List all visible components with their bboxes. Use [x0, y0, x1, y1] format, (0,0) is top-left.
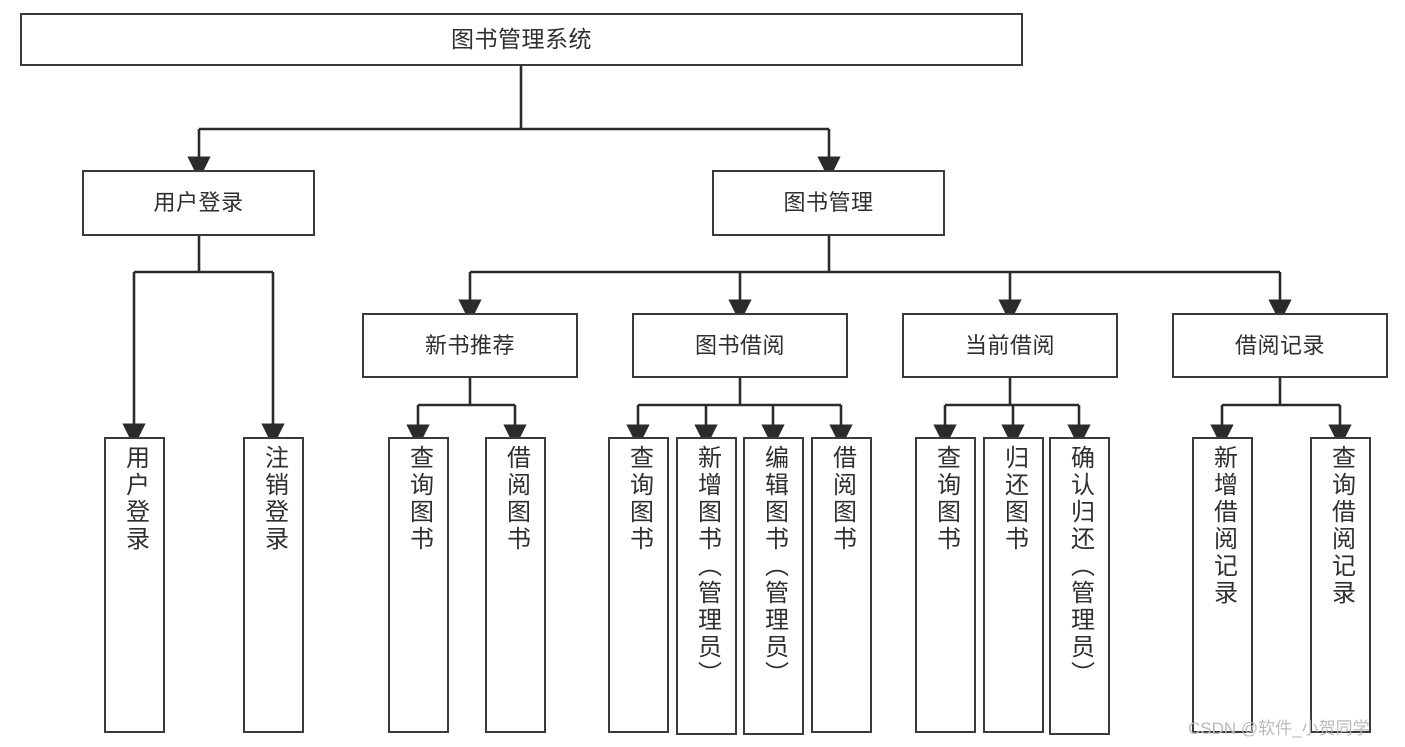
- csdn-watermark: CSDN @软件_小贺同学: [1188, 719, 1370, 738]
- node-leaf-borrow-book-2[interactable]: 借阅图书: [811, 437, 872, 733]
- node-borrow-record[interactable]: 借阅记录: [1172, 313, 1388, 378]
- node-leaf-edit-book-label: 编辑图书（管理员）: [760, 445, 788, 688]
- node-leaf-query-record[interactable]: 查询借阅记录: [1310, 437, 1371, 733]
- node-user-login[interactable]: 用户登录: [82, 170, 315, 236]
- node-leaf-user-login[interactable]: 用户登录: [104, 437, 165, 733]
- node-leaf-query-book-3-label: 查询图书: [932, 445, 960, 553]
- node-leaf-add-record[interactable]: 新增借阅记录: [1192, 437, 1253, 733]
- node-new-book-recommend-label: 新书推荐: [424, 332, 515, 358]
- node-leaf-add-book[interactable]: 新增图书（管理员）: [676, 437, 737, 735]
- node-new-book-recommend[interactable]: 新书推荐: [362, 313, 578, 378]
- node-leaf-confirm-return[interactable]: 确认归还（管理员）: [1049, 437, 1110, 735]
- node-book-borrow-label: 图书借阅: [694, 332, 785, 358]
- node-book-borrow[interactable]: 图书借阅: [632, 313, 848, 378]
- node-root-label: 图书管理系统: [451, 25, 592, 52]
- node-leaf-return-book-label: 归还图书: [1000, 445, 1028, 553]
- node-leaf-query-book-1[interactable]: 查询图书: [388, 437, 449, 733]
- node-leaf-borrow-book-1[interactable]: 借阅图书: [485, 437, 546, 733]
- node-borrow-record-label: 借阅记录: [1234, 332, 1325, 358]
- node-leaf-add-book-label: 新增图书（管理员）: [693, 445, 721, 688]
- node-leaf-logout-login[interactable]: 注销登录: [243, 437, 304, 733]
- node-leaf-confirm-return-label: 确认归还（管理员）: [1066, 445, 1094, 688]
- node-leaf-query-book-3[interactable]: 查询图书: [915, 437, 976, 733]
- node-leaf-edit-book[interactable]: 编辑图书（管理员）: [743, 437, 804, 735]
- node-leaf-borrow-book-1-label: 借阅图书: [502, 445, 530, 553]
- node-leaf-query-book-2[interactable]: 查询图书: [608, 437, 669, 733]
- node-leaf-query-record-label: 查询借阅记录: [1327, 445, 1355, 607]
- node-user-login-label: 用户登录: [153, 190, 244, 216]
- node-book-management-label: 图书管理: [783, 190, 874, 216]
- node-leaf-add-record-label: 新增借阅记录: [1209, 445, 1237, 607]
- node-leaf-return-book[interactable]: 归还图书: [983, 437, 1044, 733]
- node-leaf-logout-login-label: 注销登录: [260, 445, 288, 553]
- node-current-borrow-label: 当前借阅: [964, 332, 1055, 358]
- node-current-borrow[interactable]: 当前借阅: [902, 313, 1118, 378]
- node-book-management[interactable]: 图书管理: [712, 170, 945, 236]
- node-leaf-user-login-label: 用户登录: [121, 445, 149, 553]
- node-leaf-borrow-book-2-label: 借阅图书: [828, 445, 856, 553]
- node-root[interactable]: 图书管理系统: [20, 13, 1023, 66]
- node-leaf-query-book-2-label: 查询图书: [625, 445, 653, 553]
- node-leaf-query-book-1-label: 查询图书: [405, 445, 433, 553]
